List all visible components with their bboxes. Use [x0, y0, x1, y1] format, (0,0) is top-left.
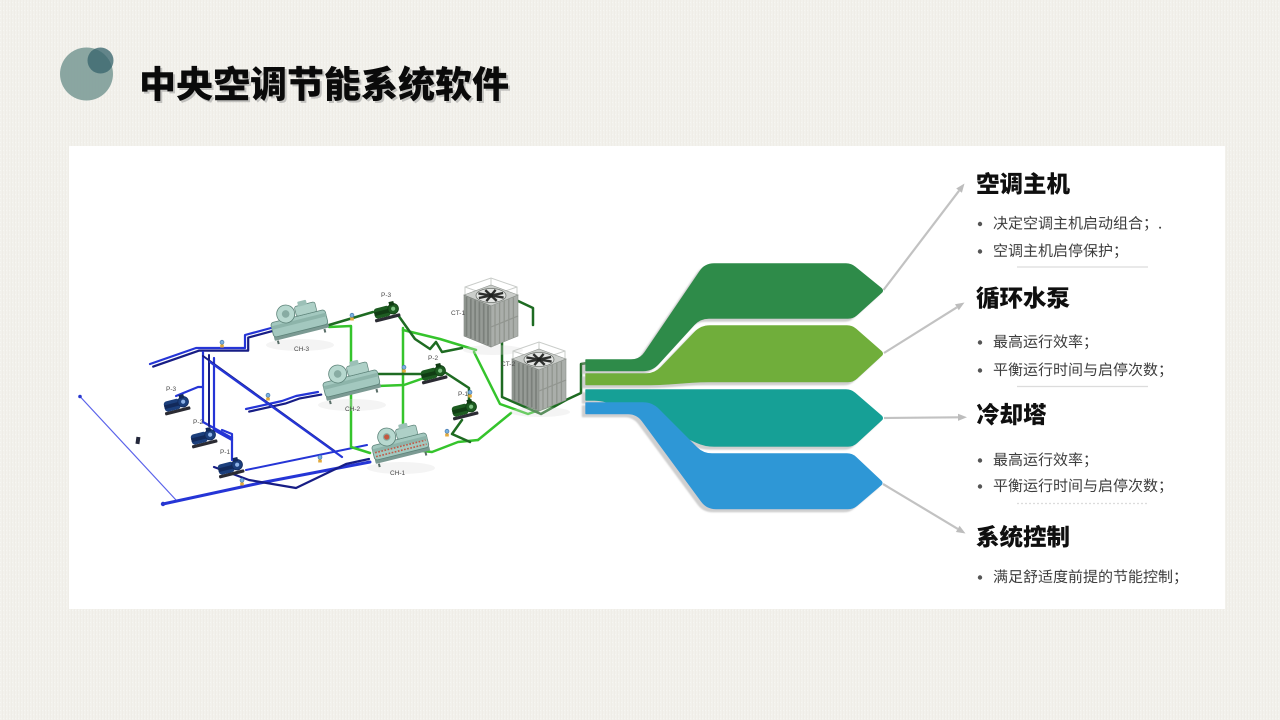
svg-text:P-2: P-2	[428, 355, 439, 362]
svg-text:P-2: P-2	[193, 419, 204, 426]
svg-text:P-3: P-3	[381, 292, 392, 299]
svg-text:CT-1: CT-1	[451, 310, 465, 317]
svg-text:CH-1: CH-1	[390, 470, 406, 477]
svg-text:CH-2: CH-2	[345, 406, 361, 413]
svg-text:CT-2: CT-2	[501, 361, 515, 368]
svg-text:P-1: P-1	[458, 391, 469, 398]
svg-text:P-1: P-1	[220, 449, 231, 456]
svg-text:P-3: P-3	[166, 386, 177, 393]
svg-text:CH-3: CH-3	[294, 346, 310, 353]
